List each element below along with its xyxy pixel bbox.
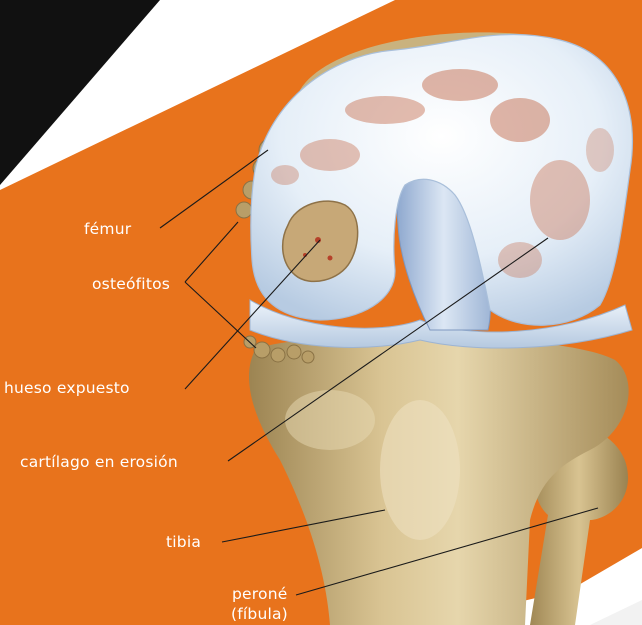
label-tibia: tibia [166, 533, 201, 551]
label-fibula-line2: (fíbula) [231, 605, 288, 623]
label-fibula-line1: peroné [232, 585, 287, 603]
label-osteophytes: osteófitos [92, 275, 170, 293]
tibia-highlight-2 [285, 390, 375, 450]
label-femur: fémur [84, 220, 132, 238]
exposed-bone-spot [328, 256, 333, 261]
label-exposed-bone: hueso expuesto [4, 379, 130, 397]
label-eroding-cartilage: cartílago en erosión [20, 453, 178, 471]
tibia-highlight [380, 400, 460, 540]
